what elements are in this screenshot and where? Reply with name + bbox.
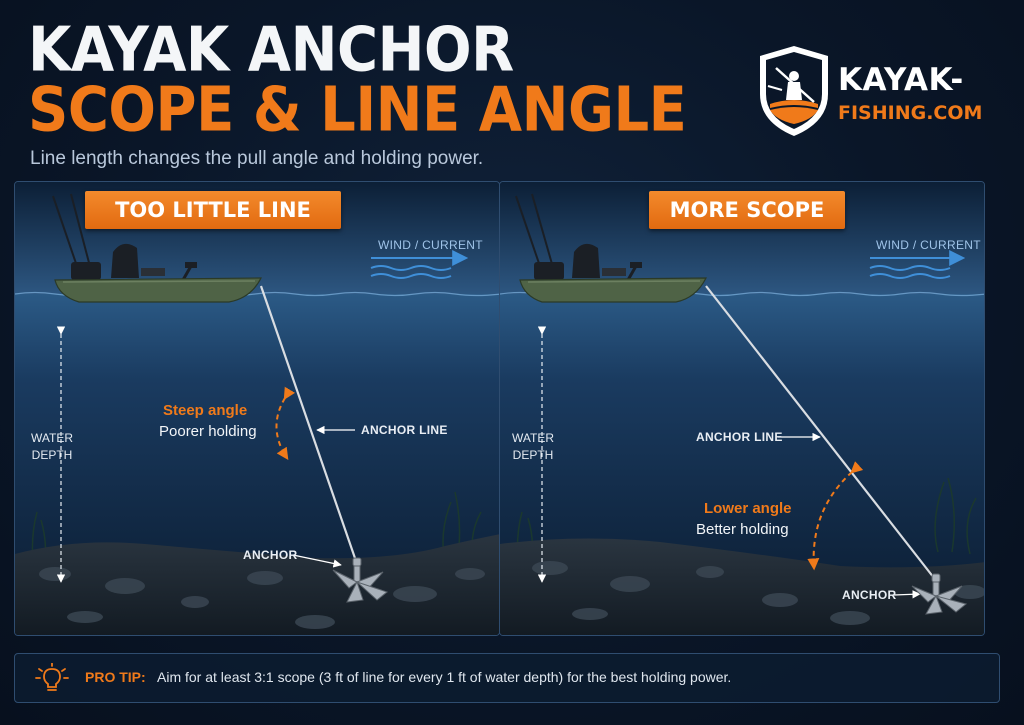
wind-current-label: WIND / CURRENT (876, 238, 981, 252)
kayak-icon (515, 193, 707, 303)
water-depth-label-line1: WATER (31, 431, 73, 445)
angle-description: Better holding (696, 521, 789, 538)
pro-tip-label: PRO TIP: (85, 669, 146, 685)
anchor-icon (911, 573, 968, 615)
angle-arc (807, 461, 864, 571)
panel-more-scope: MORE SCOPE WIND / CURRENT WATER DEPTH Lo… (499, 181, 985, 636)
title-line-2: SCOPE & LINE ANGLE (28, 74, 687, 146)
title-line-1: KAYAK ANCHOR (28, 14, 514, 86)
angle-heading: Steep angle (163, 402, 248, 419)
wind-current-label: WIND / CURRENT (378, 238, 483, 252)
anchor-label: ANCHOR (243, 548, 298, 562)
sea-floor (15, 534, 499, 635)
subtitle: Line length changes the pull angle and h… (30, 148, 484, 169)
water-depth-label-line2: DEPTH (31, 448, 73, 462)
banner-too-little-line: TOO LITTLE LINE (85, 191, 341, 229)
angle-arc (275, 386, 296, 460)
logo-text-domain: FISHING.COM (838, 102, 983, 124)
scene-too-little-line (15, 182, 499, 635)
water-depth-label: WATER DEPTH (31, 430, 73, 464)
wind-arrow-icon (370, 250, 469, 279)
anchor-icon (332, 557, 389, 603)
pro-tip-text: Aim for at least 3:1 scope (3 ft of line… (157, 669, 732, 685)
shield-logo-icon (760, 46, 828, 136)
scene-more-scope (500, 182, 984, 635)
wind-arrow-icon (869, 250, 966, 279)
kayak-icon (52, 193, 262, 303)
water-depth-label-line1: WATER (512, 431, 554, 445)
water-depth-label-line2: DEPTH (512, 448, 554, 462)
anchor-line-label: ANCHOR LINE (361, 423, 448, 437)
anchor-line (705, 285, 935, 579)
angle-description: Poorer holding (159, 423, 257, 440)
anchor-line (259, 285, 359, 565)
water-depth-label: WATER DEPTH (512, 430, 554, 464)
angle-heading: Lower angle (704, 500, 792, 517)
pro-tip-box: PRO TIP: Aim for at least 3:1 scope (3 f… (14, 653, 1000, 703)
anchor-label: ANCHOR (842, 588, 897, 602)
logo-text-kayak: KAYAK- (838, 62, 964, 98)
panel-too-little-line: TOO LITTLE LINE WIND / CURRENT WATER DEP… (14, 181, 500, 636)
lightbulb-icon (35, 663, 69, 691)
banner-more-scope: MORE SCOPE (649, 191, 845, 229)
brand-logo: KAYAK- FISHING.COM (756, 44, 1006, 140)
anchor-line-label: ANCHOR LINE (696, 430, 783, 444)
sea-floor (500, 538, 984, 635)
